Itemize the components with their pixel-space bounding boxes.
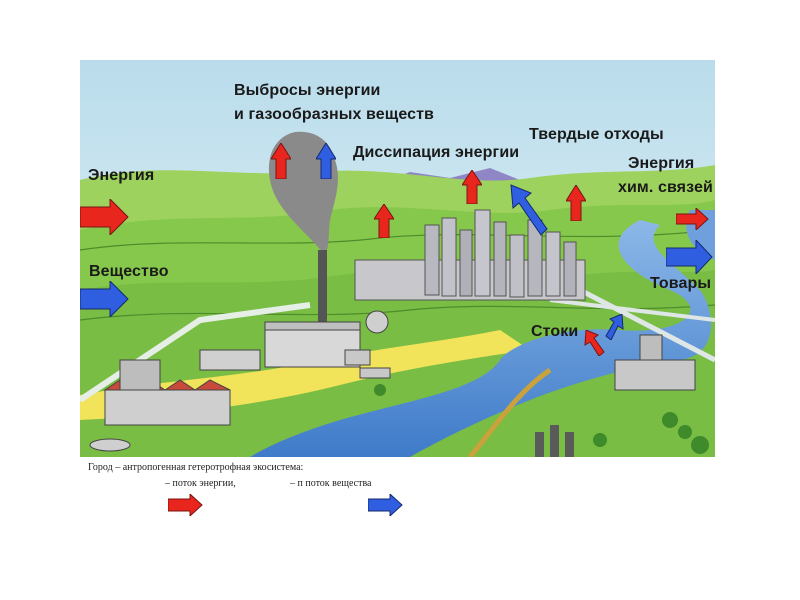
- matter-in-arrow: [80, 281, 129, 317]
- energy-emission-arrow: [271, 143, 291, 179]
- chem-energy-label-line1: Энергия: [628, 155, 695, 172]
- cooling-towers: [535, 425, 574, 457]
- emissions-label-line2: и газообразных веществ: [234, 106, 434, 123]
- legend-energy-arrow: [168, 494, 203, 516]
- city-skyline: [354, 209, 586, 301]
- riverside-plant: [614, 334, 696, 391]
- railway: [468, 367, 552, 457]
- runoff-matter-arrow: [605, 314, 624, 340]
- runoff-label: Стоки: [531, 323, 579, 340]
- legend-matter-arrow: [368, 494, 403, 516]
- goods-out-arrow: [666, 240, 713, 274]
- scene-drawing: [80, 60, 715, 457]
- runoff-energy-arrow: [584, 330, 605, 356]
- dissipation-label: Диссипация энергии: [353, 144, 520, 161]
- gas-emission-arrow: [316, 143, 336, 179]
- dissipation-arrow-3: [566, 185, 586, 221]
- solid-waste-arrow: [510, 184, 548, 236]
- red-roof-plant: [103, 359, 231, 426]
- river: [250, 220, 712, 457]
- solid-waste-label: Твердые отходы: [529, 126, 664, 143]
- energy-in-label: Энергия: [88, 167, 155, 184]
- dissipation-arrow-2: [462, 170, 482, 204]
- caption-title: Город – антропогенная гетеротрофная экос…: [88, 462, 304, 473]
- dissipation-arrow-1: [374, 204, 394, 238]
- chem-energy-label-line2: хим. связей: [618, 179, 713, 196]
- emissions-label-line1: Выбросы энергии: [234, 82, 381, 99]
- legend-energy-text: – поток энергии,: [165, 478, 236, 489]
- chem-energy-out-arrow: [676, 208, 709, 230]
- goods-label: Товары: [650, 275, 712, 292]
- city-ecosystem-illustration: [80, 60, 715, 457]
- factory-complex: [199, 310, 391, 379]
- chimney: [318, 250, 327, 335]
- legend-matter-text: – п поток вещества: [290, 478, 372, 489]
- energy-in-arrow: [80, 199, 129, 235]
- matter-in-label: Вещество: [89, 263, 169, 280]
